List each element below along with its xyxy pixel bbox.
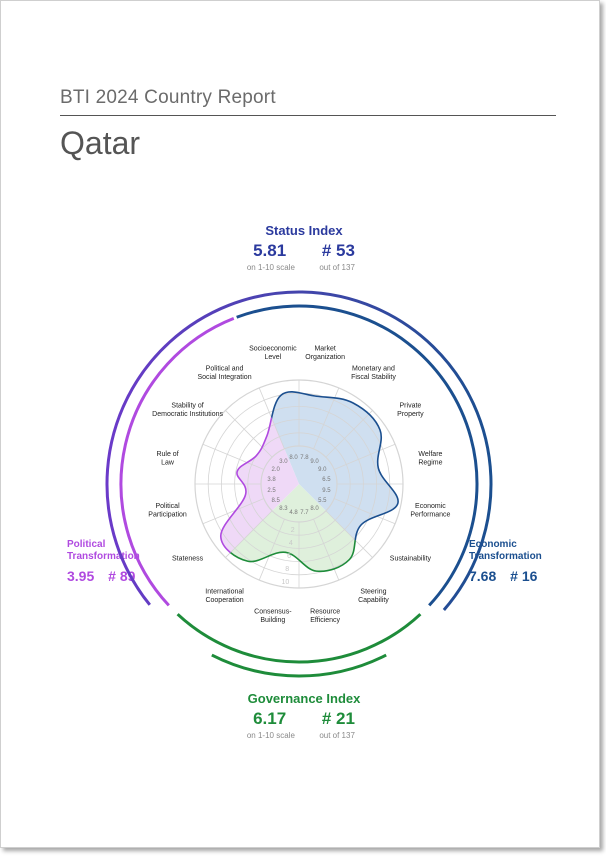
country-name: Qatar xyxy=(60,125,141,161)
economic-arc xyxy=(236,304,479,607)
grid-spoke xyxy=(333,498,396,525)
axis-value: 3.0 xyxy=(279,459,288,465)
grid-spoke xyxy=(258,518,285,581)
axis-value: 8.0 xyxy=(310,506,319,512)
governance-index-rank: # 21 xyxy=(321,709,355,728)
axis-value: 3.8 xyxy=(267,477,276,483)
report-title: BTI 2024 Country Report xyxy=(60,87,276,108)
axis-value: 4.8 xyxy=(289,510,298,516)
scale-label: 4 xyxy=(289,540,293,547)
axis-value: 8.0 xyxy=(289,455,298,461)
scale-label: 10 xyxy=(281,579,289,586)
governance-index-block: Governance Index 6.17 # 21 on 1-10 scale… xyxy=(214,691,394,740)
axis-value: 7.7 xyxy=(300,510,309,516)
radar-chart: 7.89.09.06.59.55.58.07.74.88.38.52.53.82… xyxy=(105,290,493,678)
status-index-score: 5.81 xyxy=(253,241,287,260)
governance-index-arc xyxy=(211,653,387,678)
economic-transformation-rank: # 16 xyxy=(510,568,538,584)
axis-value: 5.5 xyxy=(318,498,327,504)
title-divider xyxy=(60,115,556,116)
economic-transformation-score: 7.68 xyxy=(469,568,497,584)
economic-transformation-title-2: Transformation xyxy=(469,551,542,562)
scale-label: 2 xyxy=(291,527,295,534)
scale-label: 6 xyxy=(287,553,291,560)
status-index-title: Status Index xyxy=(265,223,343,238)
axis-value: 2.0 xyxy=(272,467,281,473)
status-index-score-note: on 1-10 scale xyxy=(246,263,295,272)
axis-value: 2.5 xyxy=(267,488,276,494)
grid-spoke xyxy=(313,518,340,581)
axis-label: Sustainability xyxy=(390,555,432,562)
axis-value: 7.8 xyxy=(300,455,309,461)
status-index-block: Status Index 5.81 # 53 on 1-10 scale out… xyxy=(229,223,379,272)
grid-spoke xyxy=(202,498,265,525)
grid-spoke xyxy=(325,510,373,558)
axis-value: 9.5 xyxy=(322,488,331,494)
axis-value: 8.3 xyxy=(279,506,288,512)
axis-value: 9.0 xyxy=(318,467,327,473)
grid-spoke xyxy=(333,443,396,470)
axis-value: 6.5 xyxy=(322,477,331,483)
political-transformation-score: 3.95 xyxy=(67,568,95,584)
axis-label: Stateness xyxy=(172,555,204,562)
grid-spoke xyxy=(325,410,373,458)
governance-index-rank-note: out of 137 xyxy=(319,731,355,740)
scale-label: 8 xyxy=(285,566,289,573)
governance-index-title: Governance Index xyxy=(247,691,361,706)
status-index-rank: # 53 xyxy=(321,241,355,260)
status-index-rank-note: out of 137 xyxy=(319,263,355,272)
economic-transformation-block: Economic Transformation 7.68 # 16 xyxy=(469,539,579,584)
axis-value: 9.0 xyxy=(310,459,319,465)
status-index-arc xyxy=(105,290,493,611)
political-transformation-title-2: Transformation xyxy=(67,551,140,562)
value-outline-governance xyxy=(219,484,387,573)
political-arc xyxy=(119,316,235,607)
governance-index-score-note: on 1-10 scale xyxy=(246,731,295,740)
axis-value: 8.5 xyxy=(272,498,281,504)
grid-spoke xyxy=(202,443,265,470)
governance-index-score: 6.17 xyxy=(253,709,287,728)
governance-arc xyxy=(176,613,422,664)
grid-spoke xyxy=(225,510,273,558)
political-transformation-title-1: Political xyxy=(67,539,106,550)
axis-label: Consensus-Building xyxy=(254,608,292,624)
economic-transformation-title-1: Economic xyxy=(469,539,517,550)
grid-spoke xyxy=(225,410,273,458)
